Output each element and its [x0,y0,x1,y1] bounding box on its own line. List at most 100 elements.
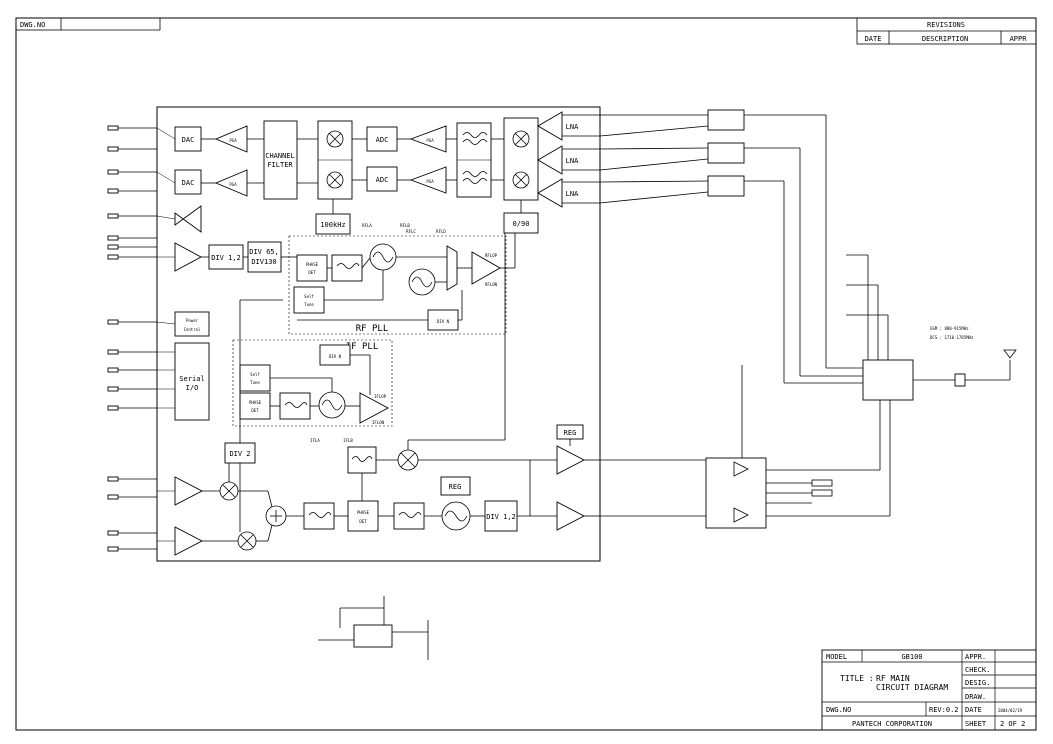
adc-label-2: ADC [376,176,389,184]
filter-wave-icon-1 [462,132,488,145]
power-control-block [174,311,210,337]
div-130-label: DIV130 [251,258,276,266]
net-port-marker [107,188,119,194]
lna-label-1: LNA [566,123,579,131]
rx-mixer-group-left: 100kHz [315,120,353,235]
net-port-marker [107,213,119,219]
saw-filter-2 [707,142,745,164]
gsm-band-note: GSM : 880-915MHz [930,326,969,331]
model-value: GB100 [901,653,922,661]
if-self-label: Self [250,372,260,377]
net-port-marker [107,494,119,500]
serial-io-block [174,342,210,421]
pa-amp-2 [733,507,749,523]
serial-label: Serial [179,375,204,383]
company-name: PANTECH CORPORATION [852,720,932,728]
rf-pll-region: RF PLL PHASE DET RFLOP RFLON Self Tune D… [288,223,516,335]
channel-filter-label-1: CHANNEL [265,152,295,160]
rfld-label: RFLD [436,229,446,234]
div-2-label: DIV 2 [229,450,250,458]
100khz-label: 100kHz [320,221,345,229]
title-block: MODEL GB100 APPR. CHECK. DESIG. DRAW. TI… [821,649,1037,731]
tx-filter-icon-2 [398,512,422,518]
filter-wave-icon-2 [462,171,488,184]
rf-pll-label: RF PLL [356,324,389,334]
net-port-marker [107,125,119,131]
buffer-amp-mid [174,242,202,272]
dac-block-2 [174,169,202,195]
pga-label-1: PGA [229,138,237,143]
ldo-chip [353,624,393,648]
ldo-regulator [318,596,429,660]
dwg-no-label: DWG.NO [20,21,45,29]
rf-phase-label: PHASE [306,262,319,267]
dwg-no-box: DWG.NO [15,17,161,31]
saw-filter-1 [707,109,745,131]
power-label: Power [186,318,199,323]
rflop-label: RFLOP [485,253,498,258]
net-port-marker [107,405,119,411]
tx-phase-label: PHASE [357,510,370,515]
ifla-label: IFLA [310,438,320,443]
revisions-appr-header: APPR [1010,35,1028,43]
rflc-label: RFLC [406,229,416,234]
rflb-label: RFLB [400,223,410,228]
reg-label: REG [564,429,577,437]
tx-reg-label: REG [449,483,462,491]
rf-ic-body [156,106,601,562]
vco-wave-icon-4 [444,510,468,522]
title-line-2: CIRCUIT DIAGRAM [876,683,948,692]
net-port-marker [107,530,119,536]
rf-connector [954,373,966,387]
revisions-date-header: DATE [865,35,882,43]
tx-i-amp [174,476,203,506]
adc-block-1 [366,126,398,152]
internal-wire [156,127,176,140]
tx-phase-det-block [347,500,379,532]
sheet-border [15,17,1037,731]
buffer-amp-top [174,205,202,233]
rf-self-tune-block [293,286,325,314]
mixer-symbol-1 [326,130,344,148]
if-phase-det-block [239,392,271,420]
io-label: I/O [186,384,199,392]
rx-pga-label-1: PGA [426,138,434,143]
lna-label-2: LNA [566,157,579,165]
if-loop-filter-icon [284,402,308,408]
net-port-marker [107,476,119,482]
tx-q-amp [174,526,203,556]
sheet-label: SHEET [965,720,987,728]
adc-block-2 [366,166,398,192]
rf-vco-mux [446,245,458,291]
tx-baseband-chain: DAC DAC PGA PGA CHANNEL FILTER [174,120,318,200]
net-port-marker [107,254,119,260]
phase-0-90-label: 0/90 [513,220,530,228]
rx-mixer-group-right [503,117,539,201]
title-line-1: RF MAIN [876,674,910,683]
vco-wave-icon-1 [372,251,394,263]
if-loop-filter-block [279,392,311,420]
internal-wire [156,215,176,220]
div-65-130-block [247,241,282,273]
net-port-marker [107,319,119,325]
dac-label-1: DAC [182,136,195,144]
antenna-switch-module [862,359,914,401]
internal-wire [156,321,176,325]
net-port-marker [107,386,119,392]
channel-filter-block [263,120,298,200]
tx-out-buffer-1 [556,445,585,475]
power-amplifier-module [705,457,767,529]
lna-label-3: LNA [566,190,579,198]
net-port-marker [107,235,119,241]
if-self-tune-block [239,364,271,392]
pa-amp-1 [733,461,749,477]
vco-wave-icon-3 [321,399,343,411]
pga-label-2: PGA [229,182,237,187]
tx-filter-2 [393,502,425,530]
adc-label-1: ADC [376,136,389,144]
tx-reg-block [440,476,471,496]
if-lo-buffer [359,392,389,424]
tx-det-label: DET [359,519,367,524]
div-1-2-block [208,244,244,270]
